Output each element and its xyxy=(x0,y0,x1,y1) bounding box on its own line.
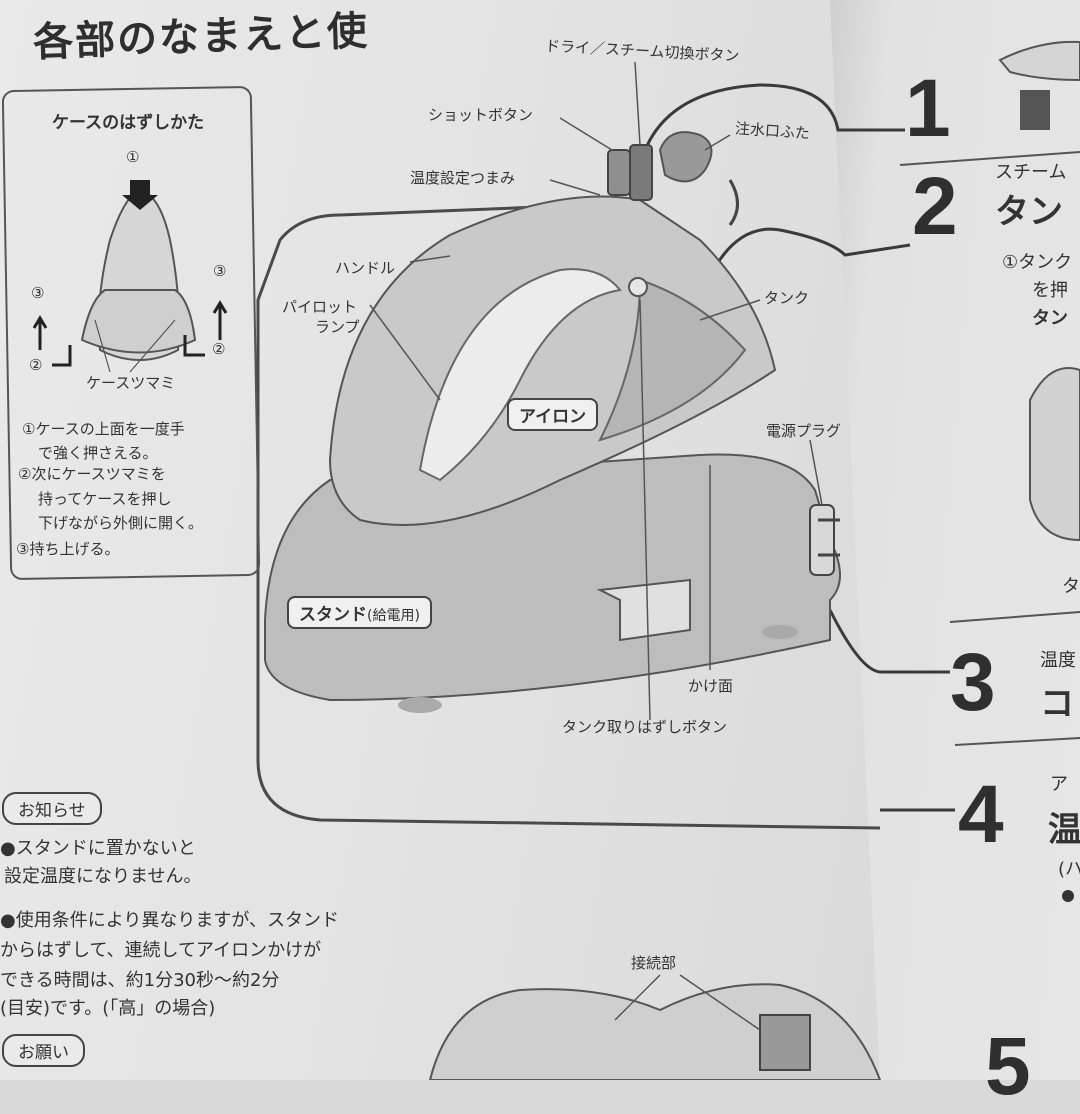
page-title: 各部のなまえと使 xyxy=(32,8,370,66)
arrow-up-left-icon xyxy=(32,315,48,350)
rotate-arrow xyxy=(728,179,739,226)
step2-bold: タン xyxy=(995,192,1063,232)
case-step-num-3-left: ③ xyxy=(31,284,45,302)
illustration-layer xyxy=(32,40,1080,1080)
case-instruction-2a: ②次にケースツマミを xyxy=(18,465,166,483)
notice-line-6: (目安)です。(「高」の場合) xyxy=(0,998,216,1019)
stand-foot-right xyxy=(762,625,798,639)
arrow-down-icon xyxy=(122,180,158,210)
step4-text: ア xyxy=(1050,774,1068,795)
pilot-lamp xyxy=(628,277,648,297)
right-hand-illustration xyxy=(998,40,1080,82)
step3-bold: コ xyxy=(1040,684,1074,724)
step4-bold: 温 xyxy=(1048,810,1080,850)
power-plug-shape xyxy=(809,504,835,576)
bullet-dot-icon xyxy=(1062,890,1074,902)
step2-text: スチーム xyxy=(995,162,1067,183)
label-ironing-surface: かけ面 xyxy=(688,677,734,695)
step-number-2: 2 xyxy=(912,161,958,252)
request-label: お願い xyxy=(2,1034,85,1067)
notice-line-2: 設定温度になりません。 xyxy=(4,866,202,887)
notice-line-3: ●使用条件により異なりますが、スタンド xyxy=(0,910,339,931)
step3-text: 温度 xyxy=(1040,650,1076,671)
label-stand-note: (給電用) xyxy=(367,608,420,624)
case-instruction-1a: ①ケースの上面を一度手 xyxy=(22,420,185,438)
step-number-1: 1 xyxy=(905,63,951,154)
label-connector: 接続部 xyxy=(631,954,677,972)
label-iron: アイロン xyxy=(507,398,599,431)
shot-button-shape xyxy=(607,149,631,196)
step2-caption: タ xyxy=(1062,576,1080,597)
notice-line-4: からはずして、連続してアイロンかけが xyxy=(0,940,322,961)
arrow-left-turn-icon xyxy=(52,345,72,367)
step-number-3: 3 xyxy=(950,637,996,728)
right-device-illustration xyxy=(1020,90,1050,130)
label-stand-name: スタンド xyxy=(299,605,367,625)
case-base xyxy=(80,289,197,354)
label-pilot-lamp-2: ランプ xyxy=(315,318,360,336)
notice-line-5: できる時間は、約1分30秒〜約2分 xyxy=(0,970,280,991)
illustration-frame xyxy=(256,213,881,830)
label-tank-release-button: タンク取りはずしボタン xyxy=(562,718,728,736)
iron-handle-opening xyxy=(418,268,622,482)
step2-sub-3: タン xyxy=(1032,308,1068,329)
label-handle: ハンドル xyxy=(335,259,396,277)
tank-shape xyxy=(598,278,747,442)
leader-step-1 xyxy=(638,83,905,166)
step-number-5: 5 xyxy=(985,1021,1031,1112)
bottom-connector-illustration xyxy=(428,983,882,1080)
leader-step-3 xyxy=(828,609,950,674)
case-step-num-2-right: ② xyxy=(212,340,226,358)
case-step-num-1: ① xyxy=(126,148,140,166)
label-stand: スタンド(給電用) xyxy=(287,596,432,629)
case-instruction-1b: で強く押さえる。 xyxy=(38,444,158,462)
stand-foot-left xyxy=(398,697,442,713)
case-knob-label: ケースツマミ xyxy=(86,374,176,392)
dry-steam-button-shape xyxy=(629,144,653,201)
arrow-right-turn-icon xyxy=(183,335,205,357)
water-cap-shape xyxy=(658,131,713,183)
right-iron-illustration xyxy=(1029,367,1080,542)
step-number-4: 4 xyxy=(958,769,1004,860)
case-step-num-2-left: ② xyxy=(29,356,43,374)
connector-part-shape xyxy=(759,1014,811,1071)
arrow-up-right-icon xyxy=(212,300,228,340)
step2-sub-2: を押 xyxy=(1032,280,1068,301)
label-shot-button: ショットボタン xyxy=(428,106,534,124)
label-power-plug: 電源プラグ xyxy=(766,422,842,440)
right-page xyxy=(830,0,1080,1080)
case-box-title: ケースのはずしかた xyxy=(52,113,205,133)
label-pilot-lamp-1: パイロット xyxy=(282,298,358,316)
case-instruction-2c: 下げながら外側に開く。 xyxy=(38,514,204,532)
case-instruction-2b: 持ってケースを押し xyxy=(38,490,172,508)
step2-sub-1: ①タンク xyxy=(1002,252,1073,273)
stand-slot xyxy=(596,578,691,642)
case-instruction-3: ③持ち上げる。 xyxy=(16,540,120,558)
step4-sub: (ハ xyxy=(1058,859,1080,880)
notice-label: お知らせ xyxy=(2,792,102,825)
label-temp-knob: 温度設定つまみ xyxy=(410,169,516,187)
notice-line-1: ●スタンドに置かないと xyxy=(0,838,196,859)
case-step-num-3-right: ③ xyxy=(213,262,227,280)
label-tank: タンク xyxy=(764,289,810,307)
